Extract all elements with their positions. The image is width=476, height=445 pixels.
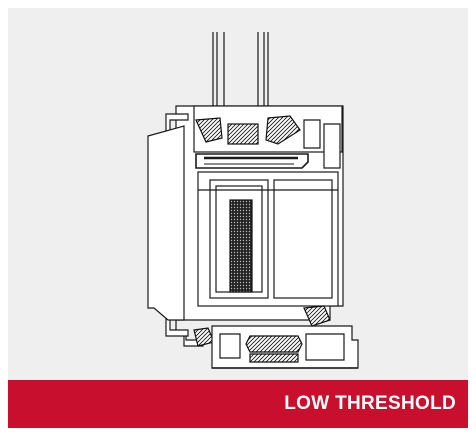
left-sash-outline [147, 125, 185, 321]
insulation-core [229, 199, 253, 293]
glass-pane-outer [212, 32, 225, 116]
banner-label: LOW THRESHOLD [284, 393, 456, 414]
threshold-thermal-break [245, 335, 303, 353]
frame-section-drawing [147, 32, 359, 369]
category-banner[interactable]: LOW THRESHOLD [8, 380, 468, 428]
thermal-break [195, 153, 309, 169]
glass-pane-inner [257, 32, 269, 116]
product-card[interactable]: LOW THRESHOLD [8, 8, 468, 428]
